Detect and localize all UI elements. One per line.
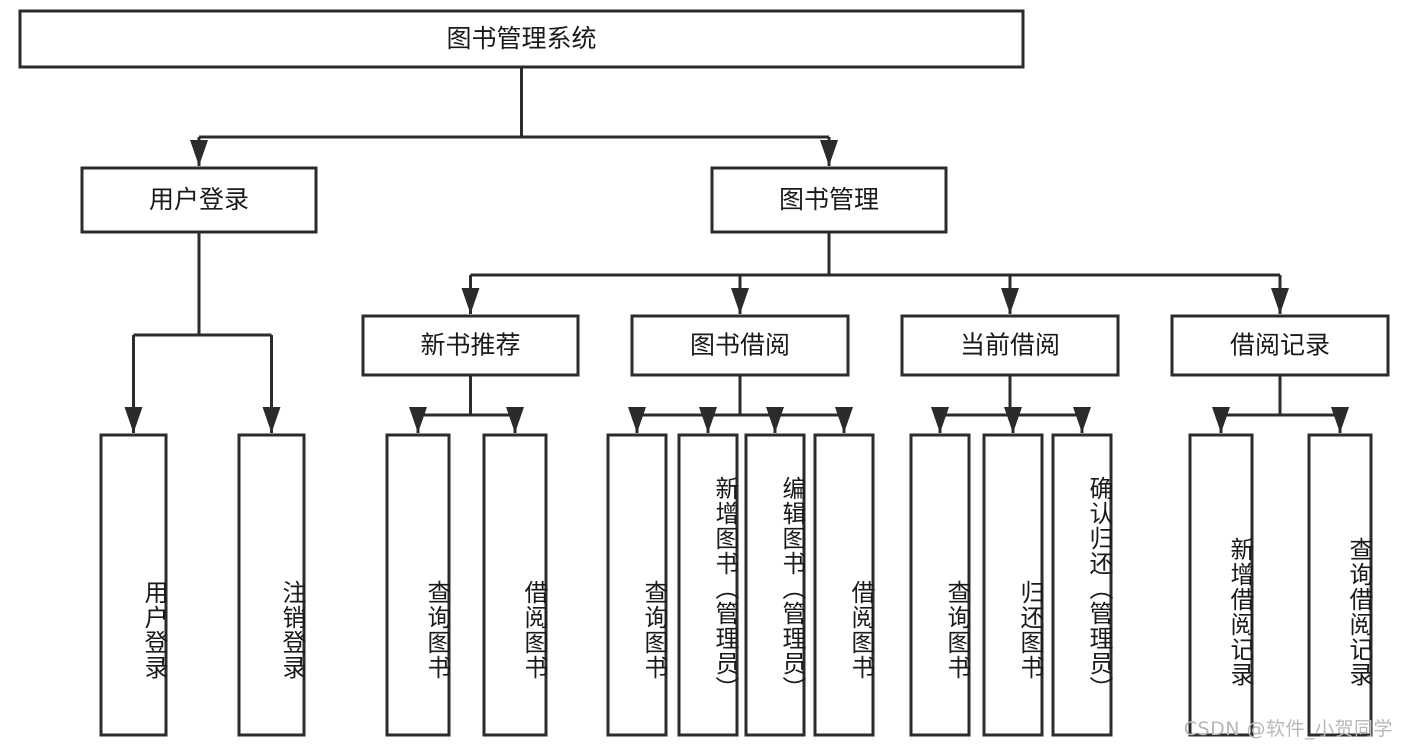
node-box-borrow-record[interactable]	[1170, 314, 1390, 377]
node-box-new-book-recommend[interactable]	[361, 314, 580, 377]
arrow-head-icon	[1001, 288, 1019, 314]
node-box-leaf-query-book-borrow[interactable]	[606, 433, 668, 737]
arrow-head-icon	[820, 140, 838, 166]
arrow-head-icon	[262, 407, 281, 433]
node-box-leaf-confirm-return-admin[interactable]	[1051, 433, 1113, 737]
node-boxes	[18, 9, 1390, 737]
arrow-head-icon	[731, 288, 749, 314]
node-box-leaf-logout[interactable]	[237, 433, 306, 737]
arrow-head-icon	[409, 407, 427, 433]
node-box-leaf-user-login[interactable]	[99, 433, 168, 737]
node-box-leaf-borrow-book[interactable]	[813, 433, 875, 737]
node-box-leaf-query-book-rec[interactable]	[385, 433, 451, 737]
node-box-leaf-add-borrow-record[interactable]	[1188, 433, 1254, 737]
arrow-head-icon	[1073, 407, 1091, 433]
arrow-head-icon	[124, 407, 143, 433]
node-box-user-login[interactable]	[80, 166, 318, 234]
arrow-head-icon	[190, 140, 208, 166]
node-label: 借阅记录	[1230, 331, 1330, 360]
node-box-current-borrow[interactable]	[900, 314, 1120, 377]
node-label: 图书管理	[779, 185, 879, 214]
node-box-root[interactable]	[18, 9, 1025, 69]
node-box-leaf-query-borrow-record[interactable]	[1307, 433, 1373, 737]
arrow-head-icon	[699, 407, 717, 433]
arrow-head-icon	[506, 407, 524, 433]
node-label: 新书推荐	[420, 331, 520, 360]
node-box-leaf-add-book-admin[interactable]	[677, 433, 739, 737]
node-box-leaf-query-book-cur[interactable]	[909, 433, 971, 737]
arrow-head-icon	[1271, 288, 1289, 314]
node-label: 图书借阅	[690, 331, 790, 360]
node-box-leaf-return-book[interactable]	[982, 433, 1044, 737]
arrow-head-icon	[1212, 407, 1230, 433]
node-label: 当前借阅	[960, 331, 1060, 360]
arrow-head-icon	[931, 407, 949, 433]
arrow-head-icon	[1004, 407, 1022, 433]
arrow-head-icon	[461, 288, 480, 314]
node-box-leaf-borrow-book-rec[interactable]	[482, 433, 548, 737]
node-box-book-manage[interactable]	[710, 166, 948, 234]
arrow-head-icon	[835, 407, 853, 433]
node-label: 图书管理系统	[446, 24, 596, 53]
node-label: 用户登录	[149, 185, 249, 214]
watermark-text: CSDN @软件_小贺同学	[1183, 718, 1393, 740]
connector-lines	[124, 67, 1349, 433]
node-box-book-borrow[interactable]	[630, 314, 850, 377]
node-box-leaf-edit-book-admin[interactable]	[744, 433, 806, 737]
arrow-head-icon	[628, 407, 646, 433]
arrow-head-icon	[1331, 407, 1349, 433]
arrow-head-icon	[766, 407, 784, 433]
